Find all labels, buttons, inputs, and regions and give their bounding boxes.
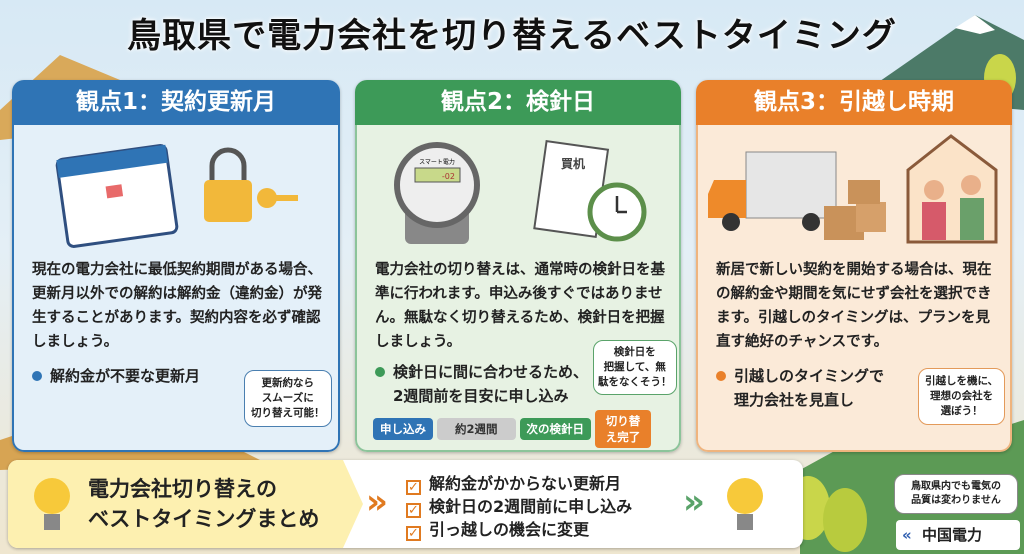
panel-description: 電力会社の切り替えは、通常時の検針日を基準に行われます。申込み後すぐではありませ…: [375, 262, 665, 350]
checkbox-checked-icon: ✓: [406, 526, 421, 541]
checkbox-checked-icon: ✓: [406, 503, 421, 518]
summary-title: 電力会社切り替えのベストタイミングまとめ: [88, 477, 320, 531]
lightbulb-icon: [727, 478, 763, 530]
flow-step: 申し込み: [373, 418, 433, 440]
checklist-item: ✓解約金がかからない更新月: [406, 472, 632, 495]
clock-icon: [587, 182, 647, 242]
chugoku-electric-logo: «中国電力: [896, 520, 1020, 550]
panel-bullet: 引越しのタイミングで理力会社を見直し: [716, 364, 884, 412]
panel-meter-reading-date: 観点2：検針日 スマート電力 -02 買机 電力会社の切り替えは、通常時の検針日…: [355, 80, 681, 452]
lightbulb-icon: [34, 478, 70, 530]
page-title: 鳥取県で電力会社を切り替えるベストタイミング: [127, 16, 897, 56]
family-house-icon: [906, 134, 998, 244]
summary-bar: 電力会社切り替えのベストタイミングまとめ » ✓解約金がかからない更新月 ✓検針…: [8, 460, 803, 548]
panel-description: 現在の電力会社に最低契約期間がある場合、更新月以外での解約は解約金（違約金）が発…: [32, 262, 322, 350]
flow-step: 切り替え完了: [595, 410, 652, 448]
chevron-right-icon: »: [366, 482, 388, 522]
svg-text:-02: -02: [442, 172, 455, 181]
logo-mark-icon: «: [902, 526, 912, 544]
svg-text:買机: 買机: [561, 156, 585, 171]
checkbox-checked-icon: ✓: [406, 480, 421, 495]
lock-key-icon: [204, 147, 298, 222]
switch-flow: 申し込み 約2週間 次の検針日 切り替え完了: [373, 410, 652, 448]
panel-header: 観点1：契約更新月: [12, 80, 340, 125]
chevron-right-icon: »: [683, 482, 705, 522]
panel-contract-renewal: 観点1：契約更新月 現在の電力会社に最低契約期間がある場合、更新月以外での解約は…: [12, 80, 340, 452]
panel-moving-time: 観点3：引越し時期 新居で新しい契約を開始する場合は、現在の解約金や期間を気にせ…: [696, 80, 1012, 452]
summary-checklist: ✓解約金がかからない更新月 ✓検針日の2週間前に申し込み ✓引っ越しの機会に変更: [406, 472, 632, 541]
checklist-item: ✓検針日の2週間前に申し込み: [406, 495, 632, 518]
panel-header: 観点2：検針日: [355, 80, 681, 125]
tip-bubble: 検針日を把握して、無駄をなくそう！: [593, 340, 677, 395]
panel-header: 観点3：引越し時期: [696, 80, 1012, 125]
svg-text:スマート電力: スマート電力: [419, 158, 455, 166]
tip-bubble: 引越しを機に、理想の会社を選ぼう！: [918, 368, 1006, 425]
corner-bubble: 鳥取県内でも電気の品質は変わりません: [894, 474, 1018, 514]
flow-step: 次の検針日: [519, 418, 592, 440]
panel-bullet: 解約金が不要な更新月: [32, 364, 200, 388]
electric-meter-icon: スマート電力 -02: [394, 142, 480, 244]
panel-bullet: 検針日に間に合わせるため、2週間前を目安に申し込み: [375, 360, 588, 408]
checklist-item: ✓引っ越しの機会に変更: [406, 518, 632, 541]
flow-step: 約2週間: [437, 418, 516, 440]
panel-description: 新居で新しい契約を開始する場合は、現在の解約金や期間を気にせず会社を選択できます…: [716, 262, 992, 350]
boxes-icon: [824, 180, 886, 240]
pear-icon: [823, 488, 867, 552]
moving-truck-icon: [708, 151, 837, 231]
tip-bubble: 更新約ならスムーズに切り替え可能！: [244, 370, 332, 427]
calendar-icon: [55, 144, 179, 248]
